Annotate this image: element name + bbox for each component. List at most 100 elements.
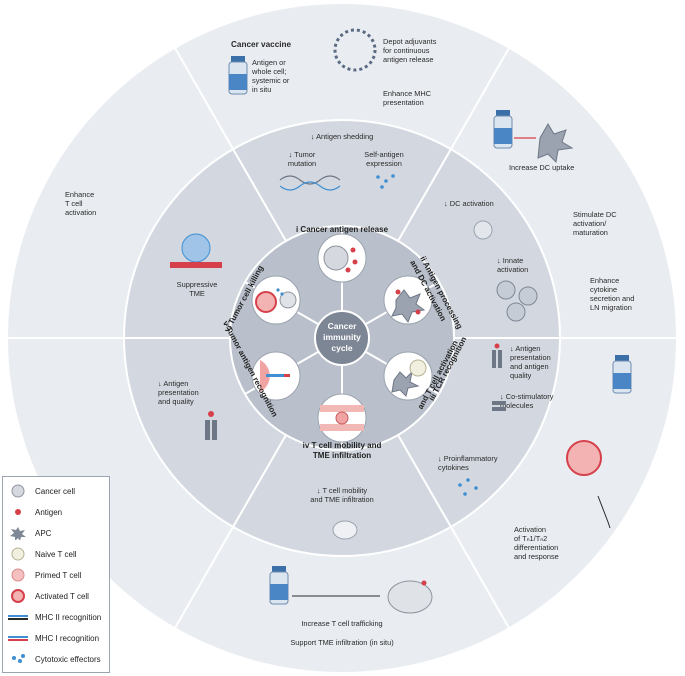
self-antigen-1: Self-antigen [364, 150, 403, 159]
vaccine-vial-dc [493, 110, 574, 164]
activation-th-2: of Tₙ1/Tₙ2 [514, 534, 547, 543]
depot-adjuvants-2: for continuous [383, 46, 430, 55]
mhc-i-icon [8, 636, 28, 641]
tumor-mutation-1: ↓ Tumor [289, 150, 316, 159]
antigen-icon [15, 509, 21, 515]
proinflammatory-2: cytokines [438, 463, 469, 472]
antigen-presentation-right-4: quality [510, 371, 532, 380]
tumor-mass [387, 580, 433, 614]
activated-t-cell-icon [11, 589, 25, 603]
mhc-ii-icon [8, 615, 28, 620]
antigen-presentation-right-3: and antigen [510, 362, 549, 371]
innate-activation-2: activation [497, 265, 528, 274]
center-line-1: Cancer [328, 321, 358, 331]
cancer-vaccine-title: Cancer vaccine [231, 40, 292, 49]
mhc-receptor-right [492, 343, 502, 368]
antigen-presentation-right-2: presentation [510, 353, 551, 362]
antigen-presentation-left-3: and quality [158, 397, 194, 406]
legend-item: Naive T cell [7, 545, 77, 563]
cancer-vaccine-desc-2: whole cell; [251, 67, 287, 76]
cancer-vaccine-desc-1: Antigen or [252, 58, 286, 67]
naive-t-cell-icon [11, 547, 25, 561]
t-cell-mobility-cell [332, 520, 358, 540]
cancer-vaccine-desc-3: systemic or [252, 76, 290, 85]
legend-label: Activated T cell [35, 591, 89, 601]
legend-item: Antigen [7, 503, 62, 521]
tumor-mutation-2: mutation [288, 159, 316, 168]
activated-t-cell-large [566, 440, 611, 529]
legend-label: Cancer cell [35, 486, 76, 496]
legend-item: Cytotoxic effectors [7, 650, 101, 668]
vaccine-vial-top [228, 56, 248, 95]
legend-label: APC [35, 528, 52, 538]
enhance-cytokine-3: secretion and [590, 294, 634, 303]
dna-helix [279, 175, 341, 191]
cytotoxic-effectors-icon [12, 654, 25, 663]
stage-i-illustration [317, 233, 367, 283]
cytokine-dots [458, 478, 478, 496]
enhance-cytokine-2: cytokine [590, 285, 617, 294]
suppressive-tme-graphic [170, 233, 222, 268]
antigen-presentation-left-1: ↓ Antigen [158, 379, 188, 388]
legend: Cancer cell Antigen APC Naive T cell Pri… [2, 476, 110, 673]
activation-th-4: and response [514, 552, 559, 561]
co-stimulatory-2: molecules [500, 401, 534, 410]
t-cell-mobility-1: ↓ T cell mobility [317, 486, 368, 495]
suppressive-tme-2: TME [189, 289, 205, 298]
antigen-presentation-left-2: presentation [158, 388, 199, 397]
proinflammatory-1: ↓ Proinflammatory [438, 454, 498, 463]
support-tme: Support TME infiltration (in situ) [290, 638, 393, 647]
t-cell-mobility-2: and TME infiltration [310, 495, 374, 504]
stage-vi-illustration [251, 275, 301, 325]
self-antigen-2: expression [366, 159, 402, 168]
enhance-t-cell-3: activation [65, 208, 96, 217]
legend-label: Primed T cell [35, 570, 82, 580]
cancer-cell-icon [11, 484, 25, 498]
stimulate-dc-3: maturation [573, 228, 608, 237]
enhance-mhc-1: Enhance MHC [383, 89, 432, 98]
legend-label: MHC I recognition [35, 633, 100, 643]
center-line-3: cycle [331, 343, 353, 353]
legend-item: APC [7, 524, 51, 542]
increase-t-cell-trafficking: Increase T cell trafficking [301, 619, 382, 628]
center-line-2: immunity [323, 332, 361, 342]
activation-th-1: Activation [514, 525, 546, 534]
depot-adjuvants-3: antigen release [383, 55, 434, 64]
stage-iv-label-1: iv T cell mobility and [303, 441, 382, 450]
legend-item: MHC I recognition [7, 629, 99, 647]
stage-iv-label-2: TME infiltration [313, 451, 371, 460]
stage-ii-illustration [383, 275, 433, 325]
legend-item: MHC II recognition [7, 608, 101, 626]
dc-activation: ↓ DC activation [444, 199, 494, 208]
stage-iv-illustration [317, 393, 367, 443]
innate-activation-1: ↓ Innate [497, 256, 523, 265]
legend-item: Cancer cell [7, 482, 75, 500]
legend-label: Antigen [35, 507, 63, 517]
stage-i-label: i Cancer antigen release [296, 225, 389, 234]
enhance-cytokine-1: Enhance [590, 276, 619, 285]
legend-label: MHC II recognition [35, 612, 102, 622]
apc-icon [10, 527, 26, 540]
depot-adjuvants-1: Depot adjuvants [383, 37, 437, 46]
primed-t-cell-icon [11, 568, 25, 582]
center-hub [314, 310, 370, 366]
innate-cells [496, 280, 538, 322]
co-stimulatory-icon [492, 401, 506, 411]
dc-cell-middle [473, 220, 493, 240]
suppressive-tme-1: Suppressive [177, 280, 218, 289]
antigen-presentation-right-1: ↓ Antigen [510, 344, 540, 353]
co-stimulatory-1: ↓ Co-stimulatory [500, 392, 554, 401]
activation-th-3: differentiation [514, 543, 558, 552]
vaccine-vial-bottom [269, 566, 380, 605]
enhance-t-cell-2: T cell [65, 199, 83, 208]
legend-item: Primed T cell [7, 566, 81, 584]
enhance-t-cell-1: Enhance [65, 190, 94, 199]
legend-label: Naive T cell [35, 549, 77, 559]
outer-dividers [7, 47, 677, 629]
stage-v-illustration [251, 351, 301, 401]
legend-item: Activated T cell [7, 587, 89, 605]
stage-iii-illustration [383, 351, 433, 401]
enhance-cytokine-4: LN migration [590, 303, 632, 312]
stimulate-dc-1: Stimulate DC [573, 210, 617, 219]
